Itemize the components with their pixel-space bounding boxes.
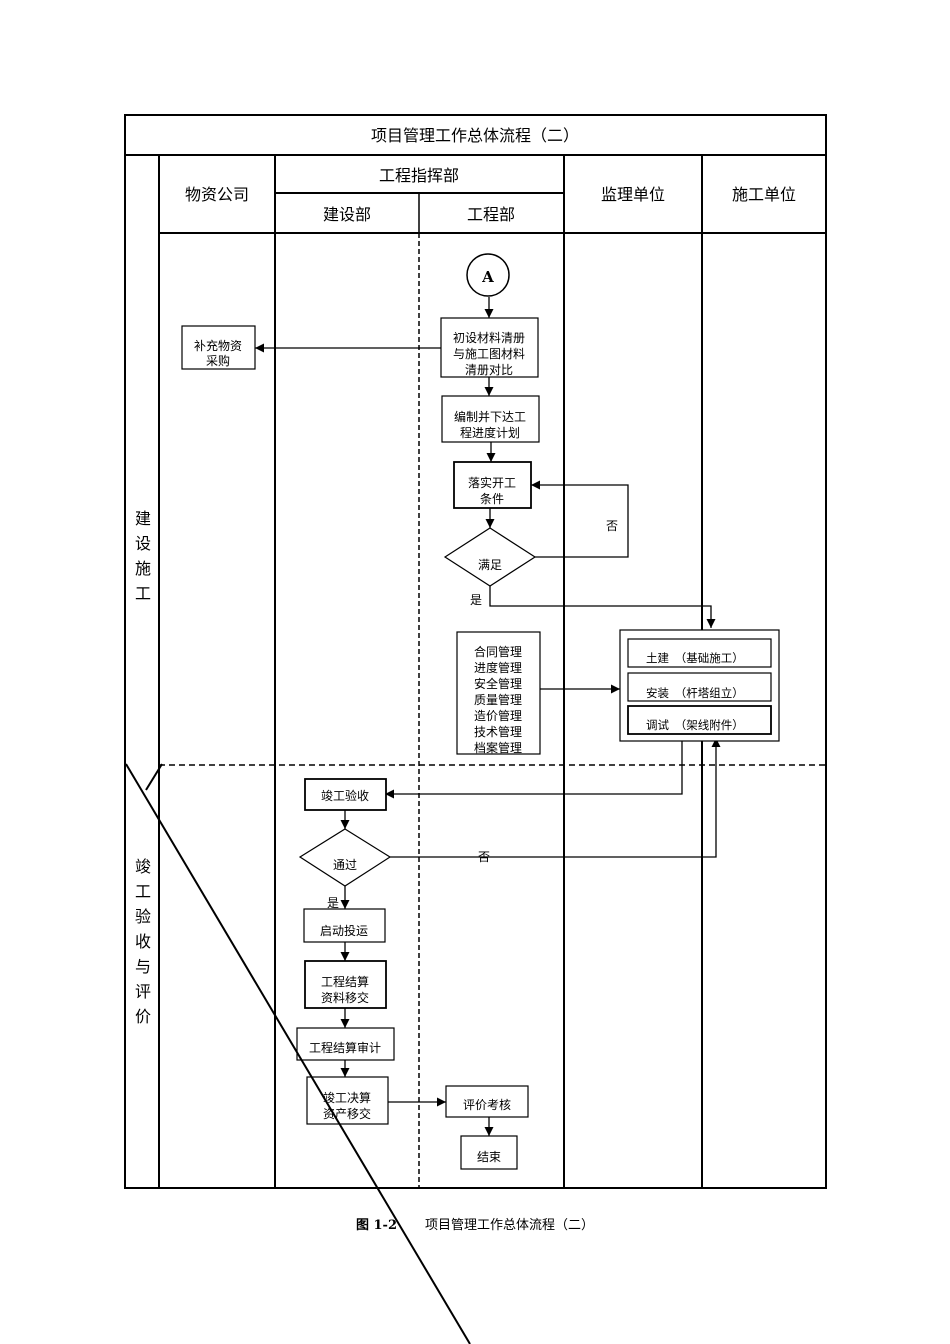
phase-accept-line: 评 [135,982,151,1001]
debug-box [627,705,772,735]
caption-text: 项目管理工作总体流程（二） [425,1218,595,1233]
phase-accept-line: 竣 [135,857,151,876]
txt-plan-line: 编制并下达工 [454,409,526,424]
txt-compare-line: 初设材料清册 [453,331,525,345]
plan-text: 编制并下达工程进度计划 [454,409,526,440]
phase-label-build: 建设施工 [135,509,151,603]
phase-accept-line: 价 [135,1007,151,1026]
phase-build-line: 工 [135,584,151,603]
debug-label: 调试 （架线附件） [646,718,744,732]
commission-box [303,908,386,943]
header-construction-dept: 建设部 [323,205,371,224]
header-materials: 物资公司 [185,185,249,204]
audit-label: 工程结算审计 [309,1040,381,1055]
header-command: 工程指挥部 [379,166,459,185]
txt-settlement-line: 资料移交 [321,990,369,1005]
satisfied-label: 满足 [478,558,502,572]
edge-label-no-1: 否 [606,519,618,533]
phase-accept-line: 验 [135,907,151,926]
settlement-transfer-text: 工程结算资料移交 [321,974,369,1005]
txt-management-line: 质量管理 [474,692,522,707]
evaluation-box [445,1085,529,1118]
end-label: 结束 [477,1150,501,1164]
satisfied-diamond [443,527,537,587]
acceptance-box [304,778,387,811]
phase-build-line: 施 [135,559,151,578]
phase-accept-line: 与 [135,957,151,976]
header-contractor: 施工单位 [732,185,796,204]
header-supervision: 监理单位 [601,185,665,204]
conditions-box [453,461,532,509]
settlement-transfer-box [304,960,387,1009]
header-engineering-dept: 工程部 [467,205,515,224]
txt-supplement-line: 采购 [206,353,230,368]
phase-build-line: 设 [135,534,151,553]
plan-box [441,395,540,443]
txt-compare-line: 清册对比 [465,363,513,377]
management-text: 合同管理进度管理安全管理质量管理造价管理技术管理档案管理 [474,644,522,755]
audit-box [296,1027,395,1061]
phase-accept-line: 收 [135,932,151,951]
phase-accept-line: 工 [135,882,151,901]
edge-label-yes-2: 是 [327,896,339,910]
acceptance-label: 竣工验收 [321,788,369,803]
final-account-box [306,1076,389,1125]
compare-text: 初设材料清册与施工图材料清册对比 [453,331,525,377]
caption-number: 图 1-2 [355,1218,397,1233]
evaluation-label: 评价考核 [463,1098,511,1112]
conditions-text: 落实开工条件 [468,475,516,506]
compare-box [440,317,539,378]
passed-label: 通过 [333,858,357,872]
txt-settlement-line: 工程结算 [321,974,369,989]
figure-caption: 图 1-2 项目管理工作总体流程（二） [0,1214,950,1233]
phase-label-acceptance: 竣工验收与评价 [135,857,151,1026]
end-box [460,1135,518,1170]
management-box [456,631,541,755]
txt-supplement-line: 补充物资 [194,338,242,353]
txt-conditions-line: 落实开工 [468,475,516,490]
install-box [627,672,772,702]
connectors [255,297,721,1136]
txt-management-line: 技术管理 [474,724,522,739]
stray-diagonal-line [125,763,471,1344]
edge-label-yes-1: 是 [470,593,482,607]
txt-management-line: 进度管理 [474,660,522,675]
passed-diamond [298,828,392,887]
txt-final-line: 竣工决算 [323,1090,371,1105]
commission-label: 启动投运 [320,923,368,938]
civil-box [627,638,772,668]
civil-label: 土建 （基础施工） [646,651,744,665]
edge-label-no-2: 否 [478,850,490,864]
start-connector [466,253,510,297]
txt-management-line: 合同管理 [474,644,522,659]
supplement-box [181,325,256,370]
txt-plan-line: 程进度计划 [460,425,520,440]
txt-compare-line: 与施工图材料 [453,347,525,361]
table-title: 项目管理工作总体流程（二） [371,126,579,145]
txt-management-line: 档案管理 [474,740,522,755]
txt-management-line: 安全管理 [474,676,522,691]
supplement-text: 补充物资采购 [194,338,242,368]
phase-build-line: 建 [135,509,151,528]
start-label: A [481,268,494,286]
txt-conditions-line: 条件 [480,492,504,506]
install-label: 安装 （杆塔组立） [646,686,744,700]
txt-management-line: 造价管理 [474,708,522,723]
